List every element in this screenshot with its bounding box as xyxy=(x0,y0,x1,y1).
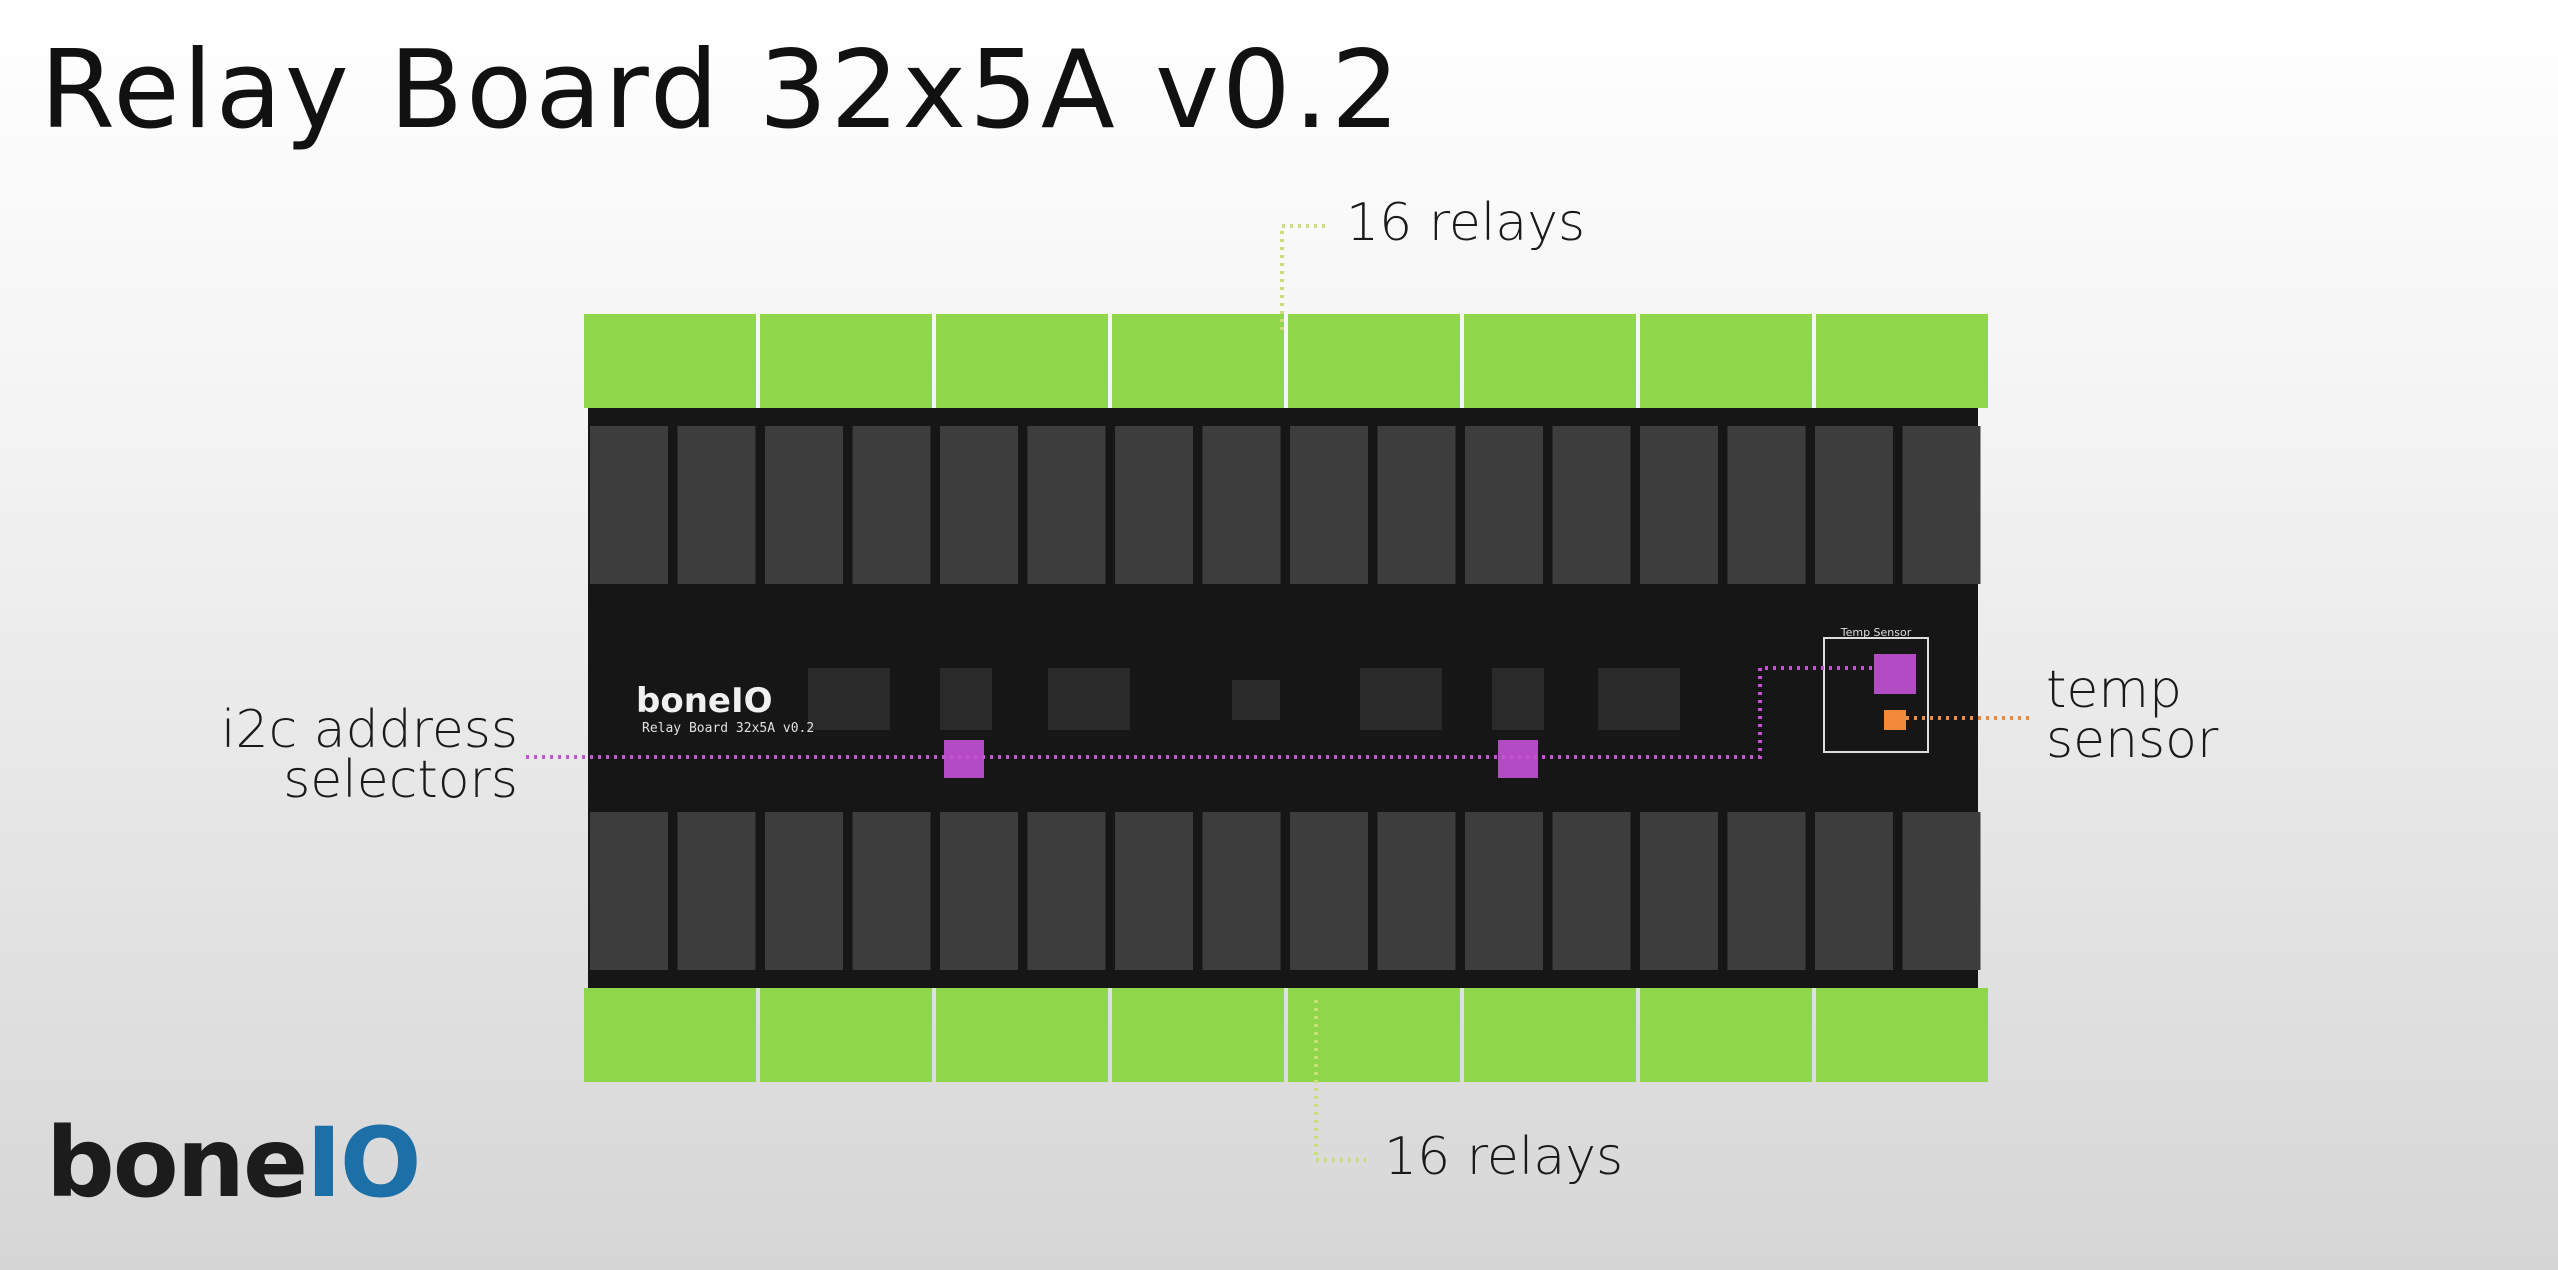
relay-bottom xyxy=(765,812,843,970)
relay-bottom xyxy=(940,812,1018,970)
chip-u2 xyxy=(808,668,890,730)
logo-text-main: bone xyxy=(46,1107,308,1219)
relay-bottom xyxy=(1202,812,1281,970)
temp-sensor-label: temp sensor xyxy=(2046,660,2219,770)
temp-sensor-chip xyxy=(1884,710,1906,730)
terminal-block-bottom xyxy=(760,988,932,1082)
relay-top xyxy=(1290,426,1368,584)
top-relay-row xyxy=(590,426,1981,584)
board-title-silk: Relay Board 32x5A v0.2 xyxy=(642,721,814,736)
terminal-block-top xyxy=(1112,314,1284,408)
relay-top xyxy=(1552,426,1631,584)
relay-top xyxy=(1377,426,1456,584)
bottom-relays-callout-line xyxy=(1314,1000,1366,1162)
relay-bottom xyxy=(1115,812,1193,970)
board-brand-silk: boneIO xyxy=(636,681,773,721)
top-terminal-blocks: J9J10J11J13J14J15J16J17 xyxy=(584,314,1988,423)
chip-u6 xyxy=(1598,668,1680,730)
i2c-callout-line xyxy=(526,666,1874,759)
terminal-block-bottom xyxy=(1640,988,1812,1082)
terminal-block-top xyxy=(1288,314,1460,408)
terminal-block-bottom xyxy=(1112,988,1284,1082)
relay-top xyxy=(852,426,931,584)
relay-top xyxy=(677,426,756,584)
top-relays-callout-line xyxy=(1280,224,1330,330)
temp-sensor-box xyxy=(1823,637,1929,753)
relay-top xyxy=(1727,426,1806,584)
relay-bottom xyxy=(1290,812,1368,970)
relay-top xyxy=(765,426,843,584)
terminal-block-top xyxy=(1640,314,1812,408)
chip-u3 xyxy=(1048,668,1130,730)
temp-label-line1: temp xyxy=(2046,660,2183,720)
i2c-label-line2: selectors xyxy=(283,750,518,810)
temp-sensor-silk: Temp Sensor xyxy=(1840,626,1912,639)
relay-top xyxy=(1115,426,1193,584)
relay-bottom xyxy=(1727,812,1806,970)
relay-bottom xyxy=(1027,812,1106,970)
i2c-selectors-label: i2c address selectors xyxy=(200,700,518,810)
header-j12 xyxy=(1232,680,1280,720)
bottom-relay-row xyxy=(590,812,1981,970)
relay-top xyxy=(1465,426,1543,584)
relay-top xyxy=(1640,426,1718,584)
terminal-block-bottom xyxy=(1288,988,1460,1082)
page-title: Relay Board 32x5A v0.2 xyxy=(40,28,1403,153)
relay-bottom xyxy=(1902,812,1981,970)
relay-bottom xyxy=(1377,812,1456,970)
top-relays-label: 16 relays xyxy=(1346,197,1585,249)
relay-bottom xyxy=(1552,812,1631,970)
relay-top xyxy=(1027,426,1106,584)
relay-top xyxy=(1815,426,1893,584)
terminal-block-bottom xyxy=(584,988,756,1082)
relay-bottom xyxy=(677,812,756,970)
relay-bottom xyxy=(1465,812,1543,970)
terminal-block-bottom xyxy=(1816,988,1988,1082)
top-relays-text: 16 relays xyxy=(1346,193,1586,253)
relay-top xyxy=(590,426,668,584)
relay-top xyxy=(1202,426,1281,584)
relay-bottom xyxy=(1815,812,1893,970)
i2c-label-line1: i2c address xyxy=(221,700,518,760)
bottom-relays-text: 16 relays xyxy=(1384,1127,1624,1187)
relay-bottom xyxy=(1640,812,1718,970)
bottom-relays-label: 16 relays xyxy=(1384,1131,1623,1183)
terminal-block-top xyxy=(584,314,756,408)
chip-u4 xyxy=(1492,668,1544,730)
logo-text-accent: IO xyxy=(306,1107,421,1219)
terminal-block-top xyxy=(936,314,1108,408)
terminal-block-bottom xyxy=(936,988,1108,1082)
relay-bottom xyxy=(852,812,931,970)
terminal-block-bottom xyxy=(1464,988,1636,1082)
chip-u1 xyxy=(940,668,992,730)
temp-label-line2: sensor xyxy=(2046,710,2219,770)
switch-sw3 xyxy=(1874,654,1916,694)
relay-top xyxy=(1902,426,1981,584)
terminal-block-top xyxy=(760,314,932,408)
relay-bottom xyxy=(590,812,668,970)
relay-top xyxy=(940,426,1018,584)
terminal-block-top xyxy=(1816,314,1988,408)
chip-u5 xyxy=(1360,668,1442,730)
terminal-block-top xyxy=(1464,314,1636,408)
bottom-terminal-blocks: J1J2J3J4J5J6J7J8 xyxy=(584,972,1988,1082)
